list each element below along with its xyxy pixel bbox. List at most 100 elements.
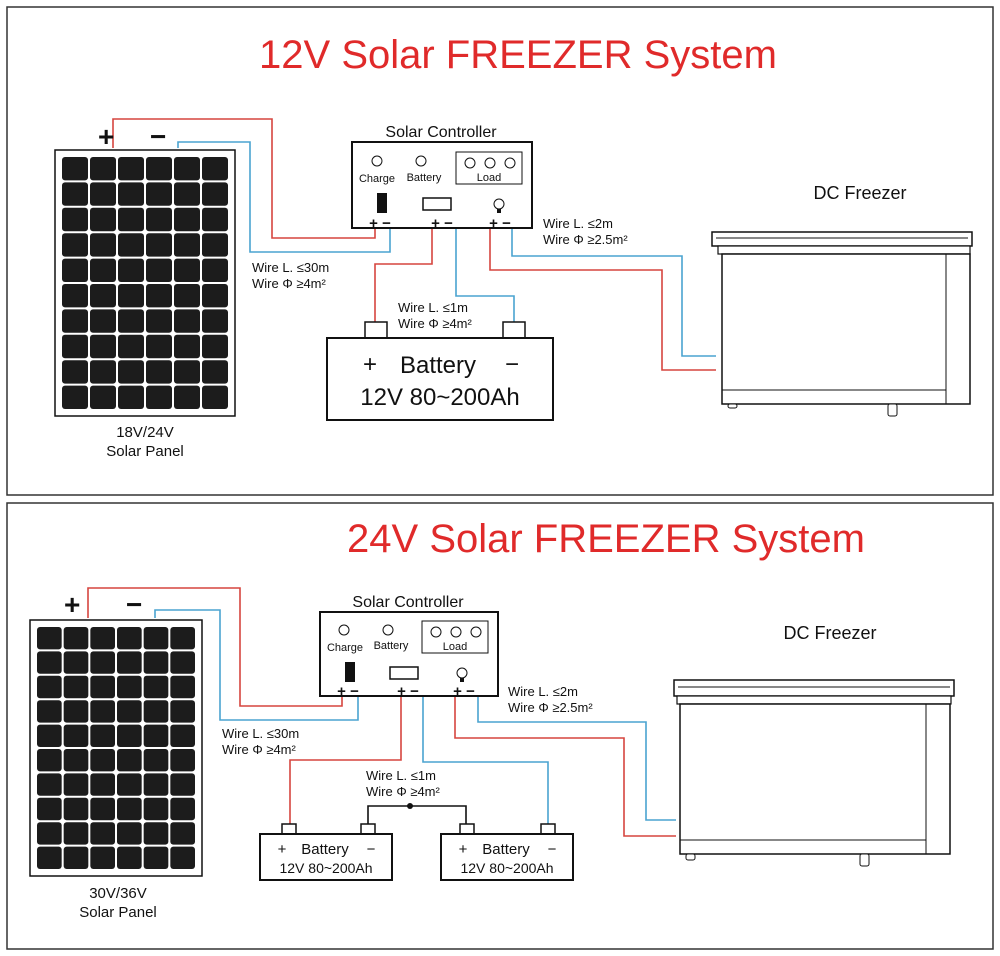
solar-cell (37, 749, 62, 772)
battery-spec: 12V 80~200Ah (279, 860, 372, 876)
section-title: 24V Solar FREEZER System (347, 517, 865, 561)
wire-battery-size: Wire Φ ≥4m² (366, 784, 441, 799)
solar-cell (170, 749, 195, 772)
solar-cell (90, 157, 116, 181)
solar-terminals: + − (337, 683, 359, 700)
solar-cell (174, 385, 200, 409)
wires (112, 118, 716, 371)
solar-cell (37, 627, 62, 650)
solar-cell (118, 309, 144, 333)
section-frame (6, 502, 994, 950)
battery-plus: + (459, 841, 468, 858)
battery-name: Battery (400, 352, 476, 379)
solar-cell (37, 651, 62, 674)
solar-cell (90, 182, 116, 206)
panel-plus: + (64, 589, 80, 620)
solar-cell (174, 284, 200, 308)
section-12v: 12V Solar FREEZER System + − 18V/24V Sol… (6, 6, 994, 496)
load-label: Load (477, 172, 501, 184)
solar-cell (143, 700, 169, 723)
solar-cell (118, 385, 144, 409)
solar-cell (146, 334, 172, 359)
battery-terminal-icon (422, 197, 452, 211)
battery-led-label: Battery (407, 172, 442, 184)
solar-cell (37, 797, 62, 821)
solar-cell (146, 182, 172, 206)
solar-cell (143, 749, 169, 772)
battery-led-icon (382, 624, 394, 636)
solar-cell (174, 157, 200, 181)
battery-terminal-icon (389, 666, 419, 680)
solar-cell (117, 675, 142, 699)
solar-cell (118, 182, 144, 206)
load-led-icon (504, 157, 516, 169)
controller-title: Solar Controller (352, 594, 464, 611)
solar-cell (37, 675, 62, 699)
solar-cell (170, 651, 195, 674)
solar-cell (117, 773, 142, 796)
section-frame (6, 6, 994, 496)
load-label: Load (443, 641, 467, 653)
solar-cell (117, 846, 142, 869)
solar-cell (37, 773, 62, 796)
battery-1: + Battery − 12V 80~200Ah (259, 823, 393, 881)
solar-cell (202, 334, 228, 359)
solar-cell (62, 258, 88, 282)
solar-cell (62, 233, 88, 257)
solar-controller: Solar Controller Charge Battery Load + −… (351, 124, 533, 232)
solar-cell (63, 749, 89, 772)
charge-label: Charge (359, 173, 395, 185)
solar-cell (90, 846, 115, 869)
solar-cell (146, 207, 172, 232)
solar-cell (117, 651, 142, 674)
solar-cell (174, 182, 200, 206)
solar-input-icon (345, 662, 355, 682)
solar-cell (90, 233, 116, 257)
solar-cell (117, 627, 142, 650)
solar-cell (62, 207, 88, 232)
battery-led-label: Battery (374, 640, 409, 652)
panel-label: 18V/24V (116, 424, 174, 441)
solar-cell (118, 284, 144, 308)
freezer: DC Freezer (711, 183, 973, 417)
solar-terminals: + − (369, 215, 391, 232)
solar-cell (170, 822, 195, 845)
solar-cell (90, 334, 116, 359)
solar-cell (118, 360, 144, 384)
solar-cell (202, 207, 228, 232)
solar-controller: Solar Controller Charge Battery Load + −… (319, 594, 499, 700)
solar-cell (90, 773, 115, 796)
wire-panel-length: Wire L. ≤30m (222, 726, 299, 741)
panel-plus: + (98, 121, 114, 152)
wire-load-size: Wire Φ ≥2.5m² (543, 232, 628, 247)
solar-cell (202, 309, 228, 333)
solar-cell (62, 182, 88, 206)
bulb-icon (456, 667, 468, 679)
solar-cell (63, 724, 89, 747)
solar-cell (143, 846, 169, 869)
battery: + Battery − 12V 80~200Ah (326, 321, 554, 421)
solar-panel: + − 18V/24V Solar Panel (54, 121, 236, 460)
battery-spec: 12V 80~200Ah (460, 860, 553, 876)
load-led-icon (430, 626, 442, 638)
solar-cell (170, 675, 195, 699)
solar-input-icon (377, 193, 387, 213)
panel-label: Solar Panel (79, 904, 157, 921)
solar-cell (174, 334, 200, 359)
solar-cell (90, 207, 116, 232)
solar-cell (118, 334, 144, 359)
solar-cell (90, 258, 116, 282)
solar-cell (146, 284, 172, 308)
solar-cell (62, 284, 88, 308)
solar-cell (90, 627, 115, 650)
solar-cell (37, 846, 62, 869)
solar-panel: + − 30V/36V Solar Panel (29, 589, 203, 921)
panel-minus: − (150, 121, 166, 152)
solar-cell (118, 157, 144, 181)
solar-cell (63, 773, 89, 796)
solar-cell (174, 360, 200, 384)
solar-cell (62, 309, 88, 333)
controller-title: Solar Controller (385, 124, 497, 141)
solar-cell (90, 797, 115, 821)
solar-cell (37, 700, 62, 723)
